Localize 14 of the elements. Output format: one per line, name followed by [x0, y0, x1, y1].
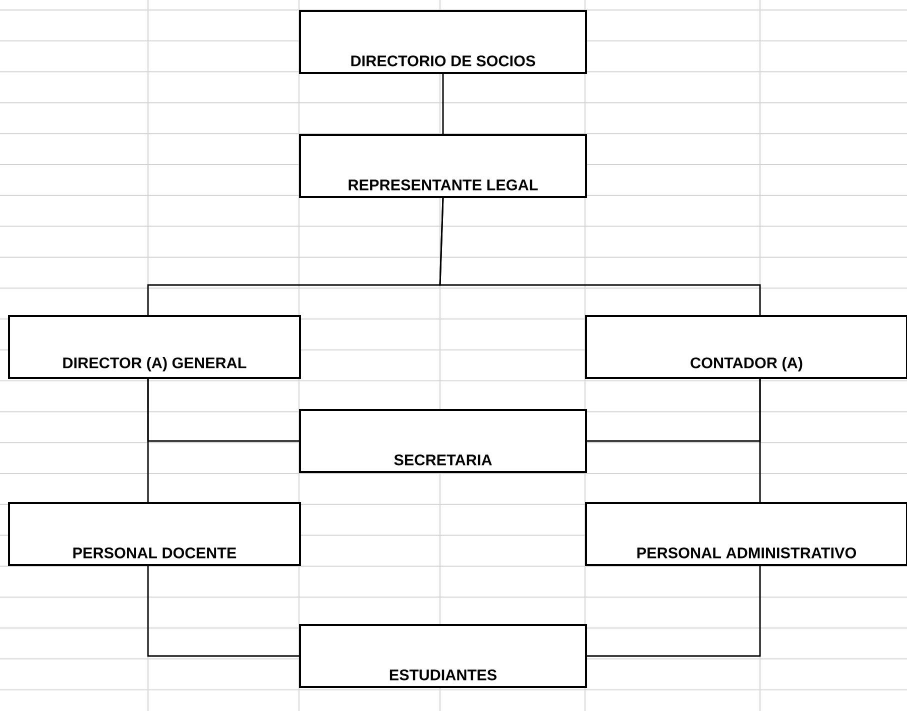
org-box: REPRESENTANTE LEGAL: [299, 134, 587, 198]
connector-line: [587, 566, 761, 657]
org-box: DIRECTOR (A) GENERAL: [8, 315, 301, 379]
org-box: DIRECTORIO DE SOCIOS: [299, 10, 587, 74]
org-box: CONTADOR (A): [585, 315, 907, 379]
org-box: PERSONAL ADMINISTRATIVO: [585, 502, 907, 566]
connector-line: [147, 379, 149, 502]
connector-line: [759, 379, 761, 502]
connector-line: [439, 198, 761, 315]
connector-line: [147, 566, 299, 657]
connector-line: [442, 74, 444, 134]
org-box: ESTUDIANTES: [299, 624, 587, 688]
org-box: SECRETARIA: [299, 409, 587, 473]
org-box: PERSONAL DOCENTE: [8, 502, 301, 566]
